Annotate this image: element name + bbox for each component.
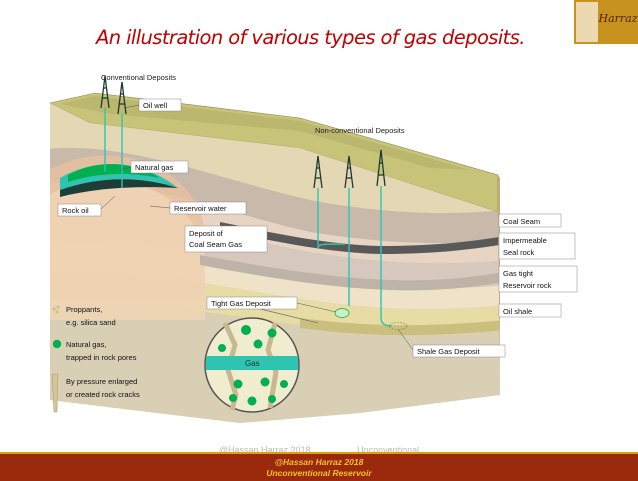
label-tight-gas-deposit: Tight Gas Deposit bbox=[206, 296, 337, 313]
svg-text:Tight Gas Deposit: Tight Gas Deposit bbox=[211, 299, 272, 308]
legend-natural-gas-line2: trapped in rock pores bbox=[66, 353, 137, 362]
logo-text: Harraz bbox=[598, 12, 638, 25]
rock-oil bbox=[60, 179, 178, 197]
proppants-icon bbox=[52, 305, 60, 314]
svg-text:Oil well: Oil well bbox=[143, 101, 168, 110]
label-coal-seam: Coal Seam bbox=[498, 213, 562, 228]
svg-text:Coal Seam Gas: Coal Seam Gas bbox=[189, 240, 242, 249]
author-portrait bbox=[576, 2, 598, 42]
gas-well-derrick-2 bbox=[344, 155, 354, 306]
gas-channel bbox=[206, 356, 298, 370]
footer-author: @Hassan Harraz 2018 bbox=[274, 457, 364, 467]
footer-bar: @Hassan Harraz 2018 Unconventional Reser… bbox=[0, 452, 638, 481]
author-logo: Harraz bbox=[574, 0, 638, 44]
svg-text:Reservoir water: Reservoir water bbox=[174, 204, 227, 213]
svg-text:Oil shale: Oil shale bbox=[503, 307, 532, 316]
block-top-ridge bbox=[60, 96, 470, 170]
nonconventional-deposits-heading: Non-conventional Deposits bbox=[315, 126, 405, 135]
label-reservoir-water: Reservoir water bbox=[149, 201, 247, 215]
rock-crack-icon bbox=[51, 373, 59, 413]
label-natural-gas: Natural gas bbox=[119, 160, 189, 174]
gas-well-derrick-1 bbox=[313, 155, 323, 248]
gas-well-derrick-3 bbox=[376, 149, 393, 327]
label-oil-shale: Oil shale bbox=[498, 303, 562, 318]
svg-text:Rock oil: Rock oil bbox=[62, 206, 89, 215]
legend: Proppants, e.g. silica sand Natural gas,… bbox=[51, 305, 140, 413]
svg-text:Seal rock: Seal rock bbox=[503, 248, 535, 257]
svg-text:Reservoir rock: Reservoir rock bbox=[503, 281, 552, 290]
natural-gas-dot-icon bbox=[52, 339, 62, 349]
oil-shale-band bbox=[300, 318, 500, 336]
svg-text:Deposit of: Deposit of bbox=[189, 229, 224, 238]
legend-proppants-line2: e.g. silica sand bbox=[66, 318, 116, 327]
label-oil-well: Oil well bbox=[123, 98, 182, 112]
legend-natural-gas-line1: Natural gas, bbox=[66, 340, 106, 349]
conventional-deposits-heading: Conventional Deposits bbox=[101, 73, 176, 82]
label-impermeable-seal-rock: Impermeable Seal rock bbox=[498, 232, 576, 260]
legend-proppants-line1: Proppants, bbox=[66, 305, 102, 314]
legend-cracks-line2: or created rock cracks bbox=[66, 390, 140, 399]
shale-gas-frac-zone bbox=[388, 322, 408, 330]
watermark-left: @Hassan Harraz 2018 bbox=[218, 445, 311, 455]
svg-text:Coal Seam: Coal Seam bbox=[503, 217, 540, 226]
svg-text:Shale Gas Deposit: Shale Gas Deposit bbox=[417, 347, 480, 356]
oil-well-derrick-2 bbox=[117, 81, 127, 188]
pore-magnifier: Gas bbox=[204, 304, 319, 413]
label-coal-seam-gas: Deposit of Coal Seam Gas bbox=[184, 225, 319, 253]
oil-well-derrick-1 bbox=[100, 75, 110, 172]
tight-gas-frac-zone bbox=[334, 308, 350, 318]
label-rock-oil: Rock oil bbox=[57, 195, 116, 217]
coal-seam-band bbox=[220, 222, 500, 254]
label-gas-tight-reservoir-rock: Gas tight Reservoir rock bbox=[498, 265, 578, 293]
coal-seam-lateral bbox=[317, 243, 346, 249]
svg-text:Natural gas: Natural gas bbox=[135, 163, 174, 172]
svg-text:Impermeable: Impermeable bbox=[503, 236, 547, 245]
gas-channel-label: Gas bbox=[245, 359, 260, 368]
trapped-gas-dots bbox=[218, 325, 288, 406]
slide-title: An illustration of various types of gas … bbox=[96, 26, 525, 49]
svg-text:Gas tight: Gas tight bbox=[503, 269, 534, 278]
watermark: @Hassan Harraz 2018 Unconventional bbox=[0, 445, 638, 455]
watermark-right: Unconventional bbox=[357, 445, 420, 455]
label-shale-gas-deposit: Shale Gas Deposit bbox=[397, 328, 506, 358]
legend-cracks-line1: By pressure enlarged bbox=[66, 377, 137, 386]
footer-subject: Unconventional Reservoir bbox=[266, 468, 372, 478]
